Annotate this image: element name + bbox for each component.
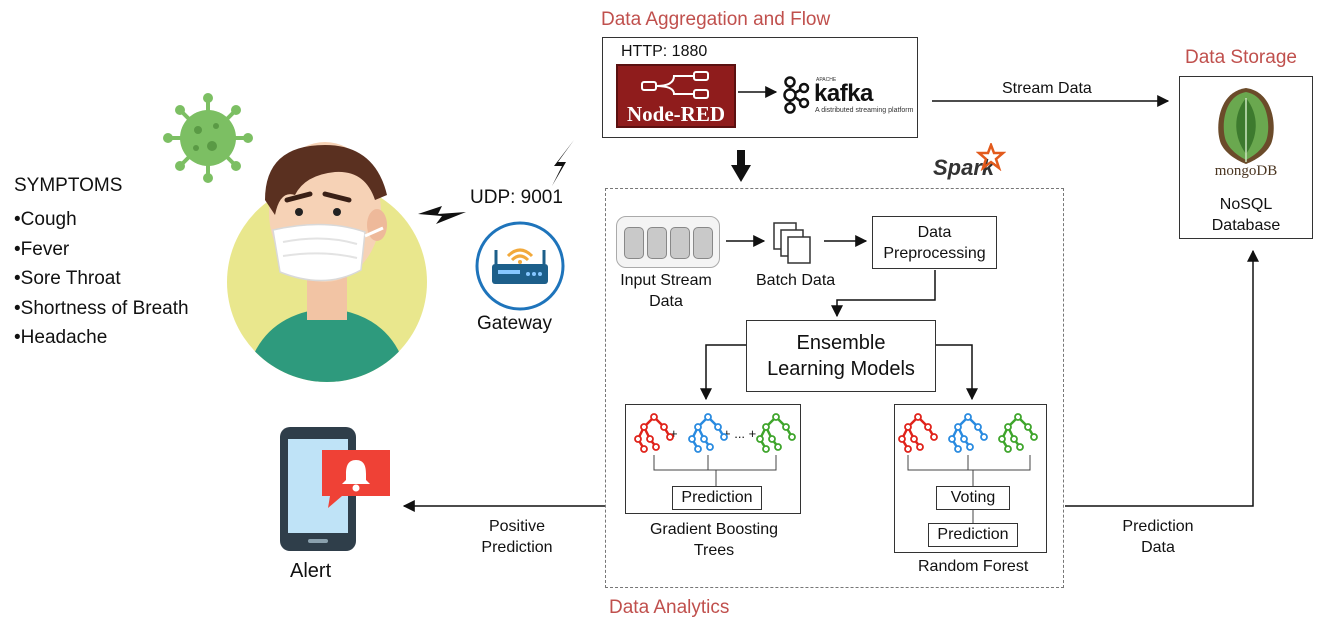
bell-notification-icon (322, 450, 390, 508)
symptom-item: •Shortness of Breath (14, 297, 189, 319)
udp-port-label: UDP: 9001 (470, 187, 563, 208)
ensemble-to-rf-arrow (936, 344, 978, 401)
rf-label: Random Forest (918, 558, 1029, 575)
decision-tree-icon (948, 413, 988, 453)
spark-star-icon (976, 143, 1006, 171)
aggregation-to-analytics-arrow (731, 150, 751, 182)
router-icon (475, 221, 565, 311)
batch-data-icon (773, 222, 811, 264)
input-stream-icon (616, 216, 720, 268)
preprocess-to-ensemble-arrow (831, 270, 936, 318)
mongodb-label: mongoDB (1214, 163, 1278, 179)
symptoms-heading: SYMPTOMS (14, 175, 123, 196)
flow-icon (641, 71, 709, 99)
patient-avatar (227, 142, 427, 382)
prediction-data-arrow (1065, 249, 1259, 507)
rf-prediction-box: Prediction (928, 523, 1018, 547)
mongodb-leaf-icon (1218, 88, 1274, 164)
symptom-item: •Cough (14, 209, 77, 230)
symptom-item: •Headache (14, 327, 108, 348)
stream-data-label: Stream Data (1002, 80, 1092, 97)
analytics-title: Data Analytics (609, 597, 730, 618)
bullet-icon: • (14, 268, 21, 289)
storage-title: Data Storage (1185, 47, 1297, 68)
tree-connector (907, 455, 1031, 523)
bullet-icon: • (14, 209, 21, 230)
symptoms-list: •Cough •Fever •Sore Throat •Shortness of… (14, 205, 189, 353)
wireless-signal-icon (552, 140, 574, 186)
kafka-tagline: A distributed streaming platform (815, 107, 914, 114)
alert-label: Alert (290, 560, 332, 582)
decision-tree-icon (634, 413, 674, 453)
batch-data-label: Batch Data (756, 272, 836, 289)
kafka-apache-label: APACHE (816, 77, 837, 83)
plus-sign: + (670, 426, 678, 441)
decision-tree-icon (756, 413, 796, 453)
http-port-label: HTTP: 1880 (621, 43, 708, 60)
nodered-label: Node-RED (627, 102, 725, 126)
kafka-label: kafka (814, 80, 873, 107)
virus-icon (163, 93, 253, 183)
analytics-region (605, 188, 1064, 588)
bullet-icon: • (14, 238, 21, 260)
tree-connector (653, 455, 777, 486)
decision-tree-icon (898, 413, 938, 453)
decision-tree-icon (998, 413, 1038, 453)
wireless-signal-icon (418, 206, 466, 224)
nodered-logo: Node-RED (616, 64, 736, 128)
ellipsis-plus: + ... + (723, 426, 757, 441)
ensemble-to-gbt-arrow (700, 344, 746, 401)
gbt-prediction-box: Prediction (672, 486, 762, 510)
gateway-label: Gateway (477, 313, 552, 334)
rf-voting-box: Voting (936, 486, 1010, 510)
symptom-item: •Sore Throat (14, 268, 121, 289)
decision-tree-icon (688, 413, 728, 453)
symptom-item: •Fever (14, 238, 70, 260)
bullet-icon: • (14, 327, 21, 348)
kafka-icon (783, 76, 810, 114)
bullet-icon: • (14, 297, 21, 319)
aggregation-title: Data Aggregation and Flow (601, 9, 831, 30)
